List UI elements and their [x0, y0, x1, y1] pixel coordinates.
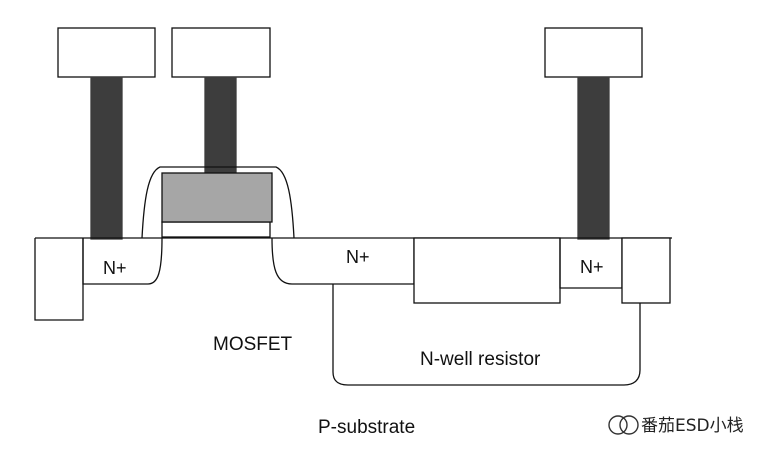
- n-plus-label-middle: N+: [346, 247, 370, 267]
- n-plus-label-right: N+: [580, 257, 604, 277]
- n-plus-diffusion-left: [82, 237, 163, 285]
- metal-pad-right: [544, 27, 643, 78]
- contact-resistor: [577, 76, 610, 240]
- mosfet-label: MOSFET: [213, 334, 293, 355]
- watermark-text: 番茄ESD小栈: [641, 416, 744, 436]
- nwell-resistor-label: N-well resistor: [420, 349, 541, 370]
- metal-pad-left: [57, 27, 156, 78]
- n-well-outline: [332, 284, 641, 386]
- sti-middle: [413, 237, 561, 304]
- n-plus-diffusion-middle: [271, 237, 415, 285]
- gate-spacer: [141, 166, 295, 239]
- gate-oxide: [161, 221, 271, 238]
- sti-right: [621, 237, 671, 304]
- metal-pad-gate: [171, 27, 271, 78]
- poly-gate: [161, 172, 273, 223]
- contact-source: [90, 76, 123, 240]
- contact-gate: [204, 76, 237, 174]
- n-plus-label-left: N+: [103, 258, 127, 278]
- wechat-official-account-icon: [608, 415, 639, 435]
- sti-left: [34, 238, 84, 321]
- p-substrate-label: P-substrate: [318, 417, 415, 438]
- watermark: 番茄ESD小栈: [608, 415, 744, 436]
